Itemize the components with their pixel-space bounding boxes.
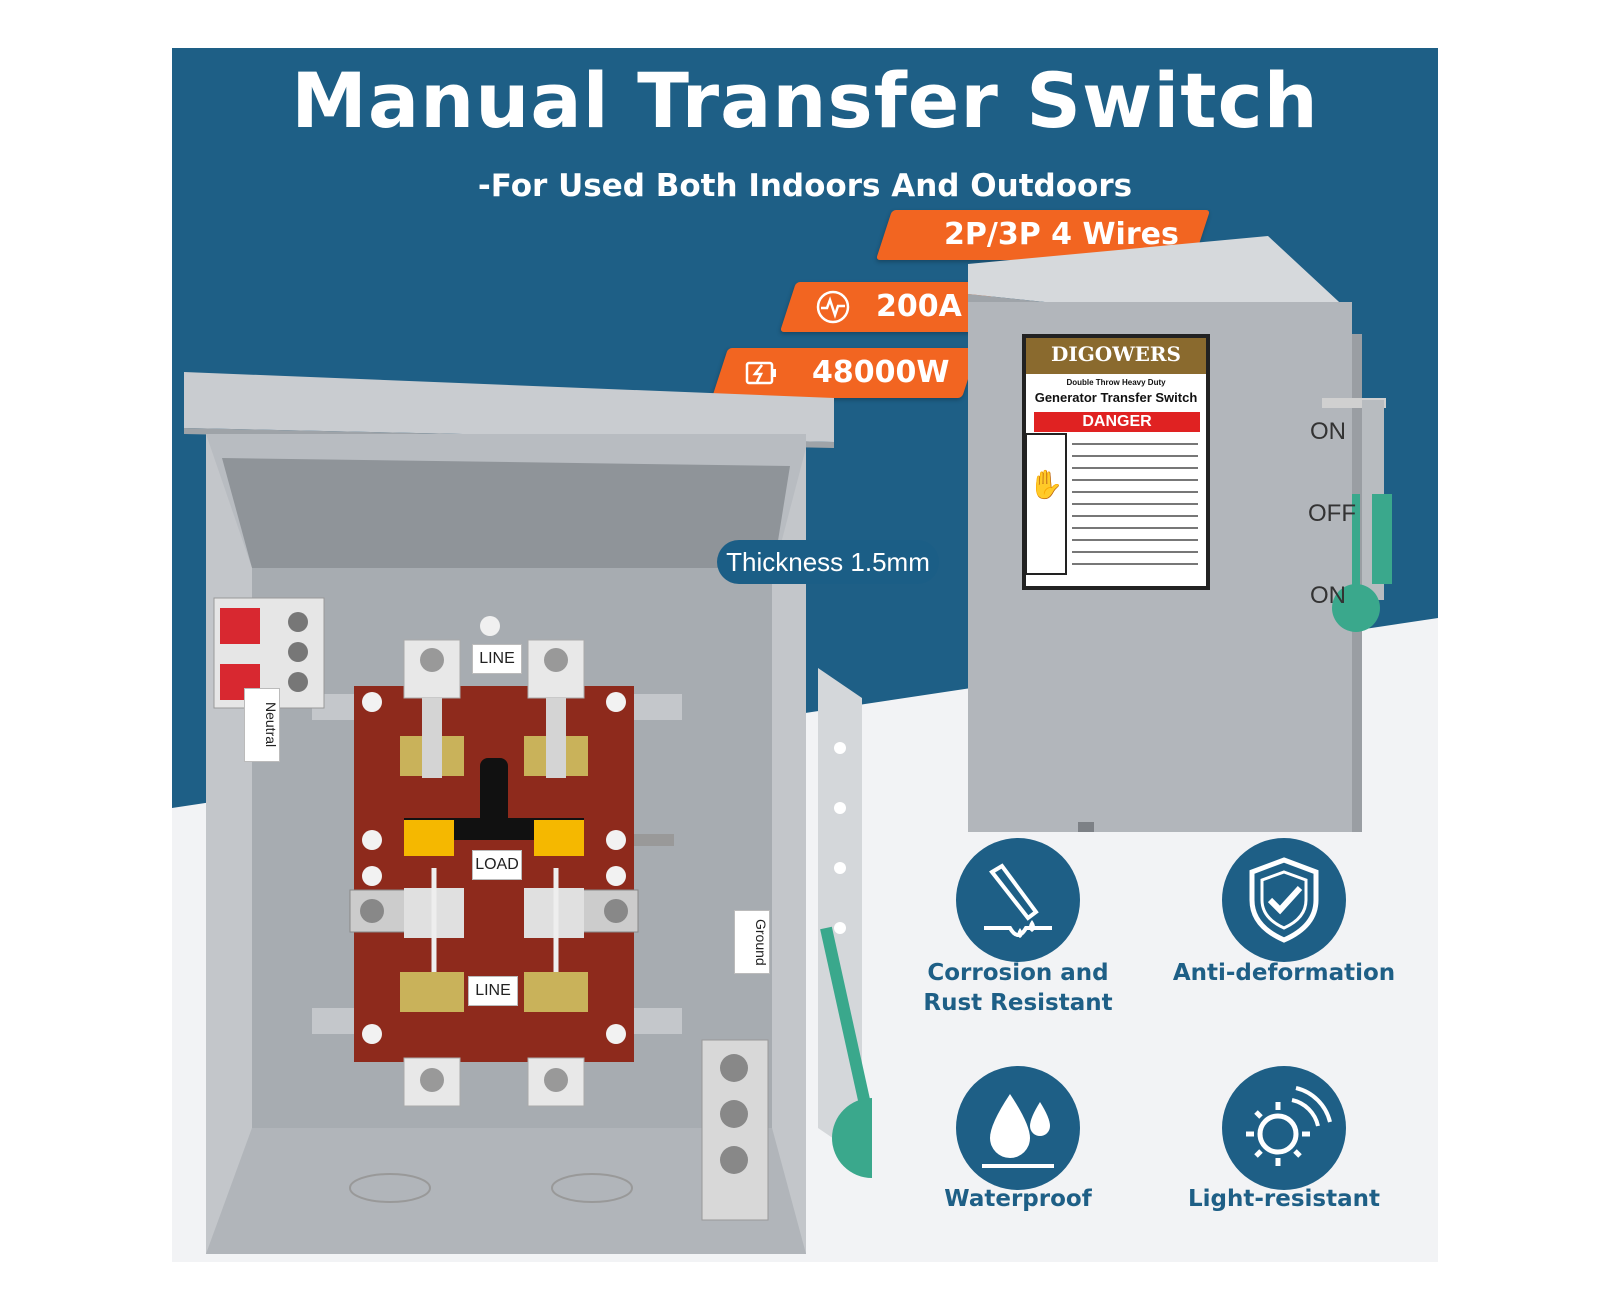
load-label: LOAD — [472, 850, 522, 880]
light-resistant-label: Light-resistant — [1187, 1186, 1380, 1212]
position-on-bottom: ON — [1310, 582, 1346, 609]
brand-name: DIGOWERS — [1051, 342, 1181, 366]
badge-watts-label: 48000W — [812, 355, 950, 390]
position-off: OFF — [1308, 500, 1356, 527]
badge-amps: 200A — [779, 282, 997, 332]
corrosion-label: Corrosion and Rust Resistant — [923, 960, 1113, 1016]
anti-deformation-label: Anti-deformation — [1172, 960, 1396, 986]
position-on-top: ON — [1310, 418, 1346, 445]
water-drops-icon — [982, 1094, 1054, 1168]
open-panel-illustration — [184, 372, 872, 1254]
line-label-bottom: LINE — [468, 976, 518, 1006]
neutral-label: Neutral — [244, 688, 280, 762]
svg-text:✋: ✋ — [1029, 468, 1064, 500]
badge-amps-label: 200A — [876, 289, 962, 324]
light-resistant-feature — [1222, 1066, 1346, 1190]
label-line-2: Generator Transfer Switch — [1034, 390, 1198, 405]
page-title: Manual Transfer Switch — [291, 56, 1319, 145]
corrosion-feature — [956, 838, 1080, 962]
thickness-callout: Thickness 1.5mm — [717, 540, 939, 584]
label-line-1: Double Throw Heavy Duty — [1066, 378, 1166, 387]
battery-charge-icon — [745, 361, 776, 385]
waterproof-feature — [956, 1066, 1080, 1190]
page-subtitle: -For Used Both Indoors And Outdoors — [477, 168, 1133, 204]
corrosion-icon — [984, 863, 1052, 938]
line-label-top: LINE — [472, 644, 522, 674]
ground-label: Ground — [734, 910, 770, 974]
product-card: Manual Transfer Switch -For Used Both In… — [172, 48, 1438, 1262]
anti-deformation-feature — [1222, 838, 1346, 962]
badge-watts: 48000W — [711, 348, 979, 398]
badge-wires: 2P/3P 4 Wires — [875, 210, 1211, 260]
badge-wires-label: 2P/3P 4 Wires — [944, 217, 1179, 252]
pulse-icon — [816, 290, 850, 324]
waterproof-label: Waterproof — [944, 1186, 1092, 1212]
sun-icon — [1246, 1086, 1332, 1166]
shield-check-icon — [1249, 857, 1319, 943]
danger-label: DANGER — [1082, 413, 1152, 430]
closed-box-illustration: ✋ — [968, 236, 1392, 832]
